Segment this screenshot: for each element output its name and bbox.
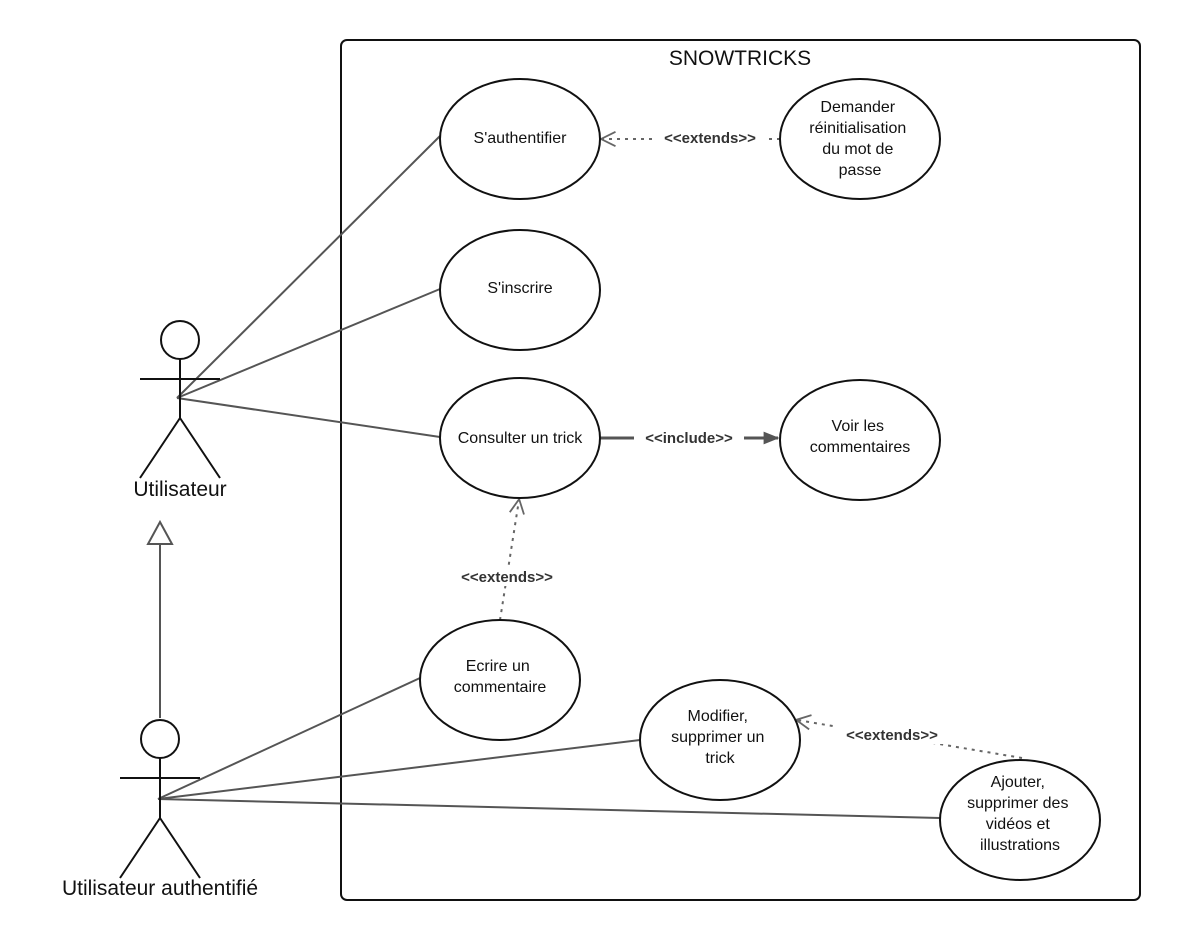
svg-text:<<include>>: <<include>>: [645, 430, 733, 447]
svg-text:<<extends>>: <<extends>>: [664, 130, 756, 147]
use-case-label: passe: [839, 162, 882, 179]
svg-text:S'inscrire: S'inscrire: [487, 280, 552, 297]
extends-write-label: <<extends>>: [451, 566, 563, 586]
actor-user[interactable]: Utilisateur: [133, 320, 227, 501]
svg-text:Demander réinitialisatio: Demander réinitialisation du mot de pass…: [809, 99, 910, 179]
assoc-auth-edit-trick: [157, 739, 641, 800]
actor-auth-user-label: Utilisateur authentifié: [62, 877, 258, 900]
use-case-register[interactable]: S'inscrire: [439, 229, 601, 351]
assoc-auth-write-comment: [157, 677, 421, 800]
use-case-edit-trick[interactable]: Modifier, supprimer un trick: [639, 679, 801, 801]
use-case-label: supprimer un: [671, 729, 764, 746]
use-case-label: Modifier,: [688, 708, 748, 725]
use-case-media[interactable]: Ajouter, supprimer des vidéos et illustr…: [939, 759, 1101, 881]
use-case-label: Ajouter,: [991, 774, 1045, 791]
use-case-label: supprimer des: [967, 795, 1068, 812]
generalization-arrowhead: [146, 519, 174, 545]
include-comments-label: <<include>>: [634, 427, 744, 447]
svg-text:Consulter un trick: Consulter un trick: [458, 430, 583, 447]
svg-text:S'authentifier: S'authentifier: [474, 130, 568, 147]
svg-text:Modifier, supprimer un: Modifier, supprimer un trick: [671, 708, 769, 767]
assoc-user-view-trick: [176, 397, 441, 438]
assoc-auth-media: [157, 798, 941, 819]
svg-text:Ecrire un commentaire: Ecrire un commentaire: [454, 658, 547, 696]
extends-media-label: <<extends>>: [836, 724, 948, 744]
assoc-user-authenticate: [176, 135, 441, 399]
use-case-label: Ecrire un: [466, 658, 530, 675]
use-case-reset-password[interactable]: Demander réinitialisation du mot de pass…: [779, 78, 941, 200]
system-title: SNOWTRICKS: [669, 47, 811, 70]
use-case-view-comments[interactable]: Voir les commentaires: [779, 379, 941, 501]
use-case-label: du mot de: [822, 141, 893, 158]
use-case-label: Consulter un trick: [458, 430, 583, 447]
svg-text:Ajouter, supprimer des: Ajouter, supprimer des vidéos et illustr…: [967, 774, 1073, 854]
use-case-authenticate[interactable]: S'authentifier: [439, 78, 601, 200]
use-case-label: S'authentifier: [474, 130, 568, 147]
use-case-label: commentaire: [454, 679, 547, 696]
svg-text:Voir les commentaires: Voir les commentaires: [810, 418, 910, 456]
use-case-write-comment[interactable]: Ecrire un commentaire: [419, 619, 581, 741]
actor-user-head: [160, 320, 200, 360]
use-case-label: illustrations: [980, 837, 1060, 854]
use-case-label: commentaires: [810, 439, 910, 456]
actor-auth-user[interactable]: Utilisateur authentifié: [62, 719, 258, 900]
actor-user-label: Utilisateur: [133, 478, 226, 501]
extends-reset-label: <<extends>>: [654, 128, 766, 148]
use-case-label: Demander: [820, 99, 895, 116]
use-case-label: réinitialisation: [809, 120, 906, 137]
actor-auth-user-head: [140, 719, 180, 759]
use-case-view-trick[interactable]: Consulter un trick: [439, 377, 601, 499]
svg-text:<<extends>>: <<extends>>: [846, 727, 938, 744]
assoc-user-register: [176, 288, 441, 399]
use-case-label: S'inscrire: [487, 280, 552, 297]
use-case-label: Voir les: [832, 418, 884, 435]
use-case-label: vidéos et: [986, 816, 1051, 833]
use-case-label: trick: [705, 750, 735, 767]
svg-text:<<extends>>: <<extends>>: [461, 569, 553, 586]
